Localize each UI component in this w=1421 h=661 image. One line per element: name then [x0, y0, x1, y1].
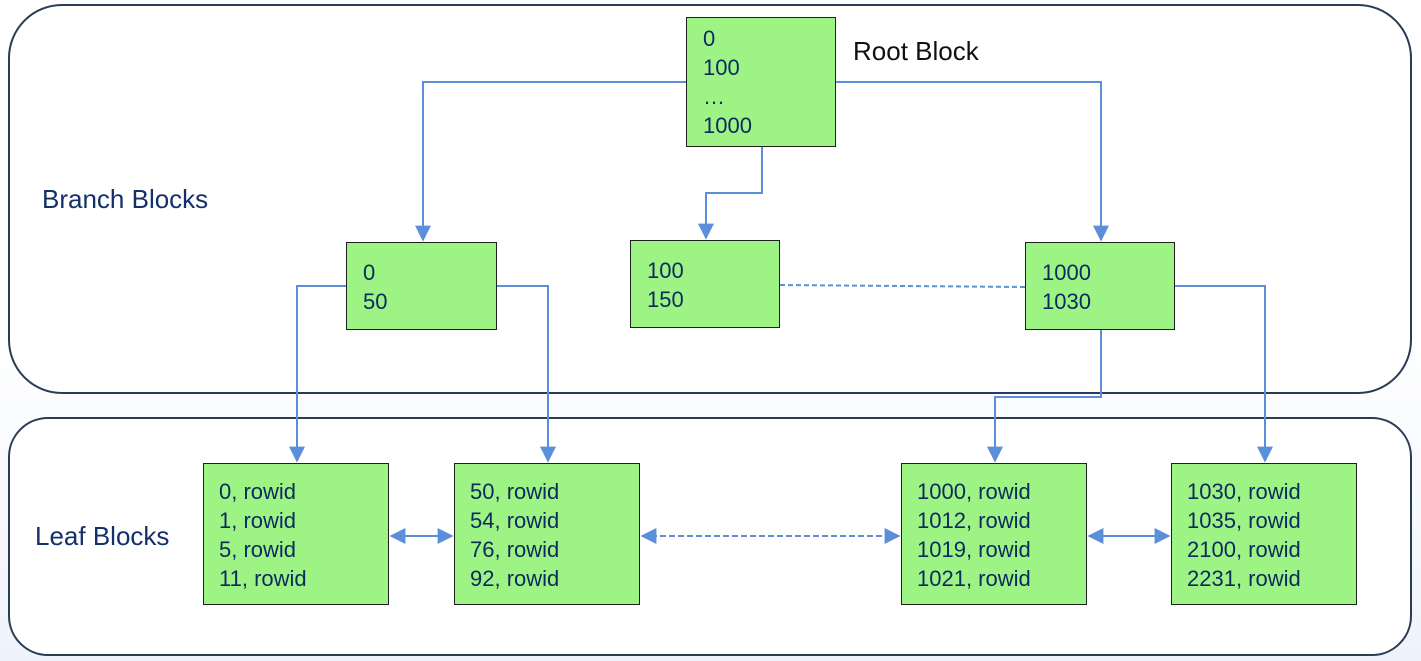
leaf-block: 0, rowid 1, rowid 5, rowid 11, rowid	[203, 463, 389, 605]
root-block: 0 100 … 1000	[686, 17, 836, 147]
root-to-branch-1-connector	[415, 81, 686, 242]
leaf-entry: 92, rowid	[470, 566, 560, 591]
leaf-entry: 1000, rowid	[917, 479, 1031, 504]
branch-key: 100	[647, 258, 684, 283]
root-key: 100	[703, 55, 740, 80]
branch-key: 1030	[1042, 289, 1091, 314]
leaf-entry: 5, rowid	[219, 537, 297, 562]
branch-block: 100 150	[630, 240, 780, 328]
branch-key: 50	[363, 289, 388, 314]
root-key: 1000	[703, 113, 752, 138]
leaf-entry: 1012, rowid	[917, 508, 1031, 533]
branch-key: 0	[363, 260, 376, 285]
branch-3-to-leaf-4-connector	[1175, 285, 1273, 463]
branch-1-to-leaf-1-connector	[289, 285, 346, 463]
root-to-branch-2-connector	[698, 147, 763, 240]
branch-key: 1000	[1042, 260, 1091, 285]
leaf-block: 50, rowid 54, rowid 76, rowid 92, rowid	[454, 463, 640, 605]
branch-key: 150	[647, 287, 684, 312]
leaf-entry: 0, rowid	[219, 479, 297, 504]
root-block-label: Root Block	[853, 36, 979, 66]
leaf-entry: 76, rowid	[470, 537, 560, 562]
branch-3-to-leaf-3-connector	[987, 330, 1102, 463]
branch-2-to-branch-3-dashed-link	[779, 284, 1026, 288]
leaf-entry: 50, rowid	[470, 479, 560, 504]
leaf-entry: 1, rowid	[219, 508, 297, 533]
leaf-entry: 1035, rowid	[1187, 508, 1301, 533]
leaf-entry: 1019, rowid	[917, 537, 1031, 562]
branch-1-to-leaf-2-connector	[497, 285, 556, 463]
leaf-entry: 1030, rowid	[1187, 479, 1301, 504]
leaf-entry: 2231, rowid	[1187, 566, 1301, 591]
root-key: 0	[703, 26, 716, 51]
leaf-entry: 1021, rowid	[917, 566, 1031, 591]
branch-block: 0 50	[346, 242, 497, 330]
branch-blocks-label: Branch Blocks	[42, 184, 209, 214]
root-key: …	[703, 84, 725, 109]
leaf-block: 1000, rowid 1012, rowid 1019, rowid 1021…	[901, 463, 1087, 605]
leaf-entry: 11, rowid	[219, 566, 307, 591]
leaf-entry: 2100, rowid	[1187, 537, 1301, 562]
leaf-blocks-label: Leaf Blocks	[35, 521, 170, 551]
branch-block: 1000 1030	[1025, 242, 1175, 330]
leaf-block: 1030, rowid 1035, rowid 2100, rowid 2231…	[1171, 463, 1357, 605]
leaf-entry: 54, rowid	[470, 508, 560, 533]
root-to-branch-3-connector	[836, 81, 1109, 242]
